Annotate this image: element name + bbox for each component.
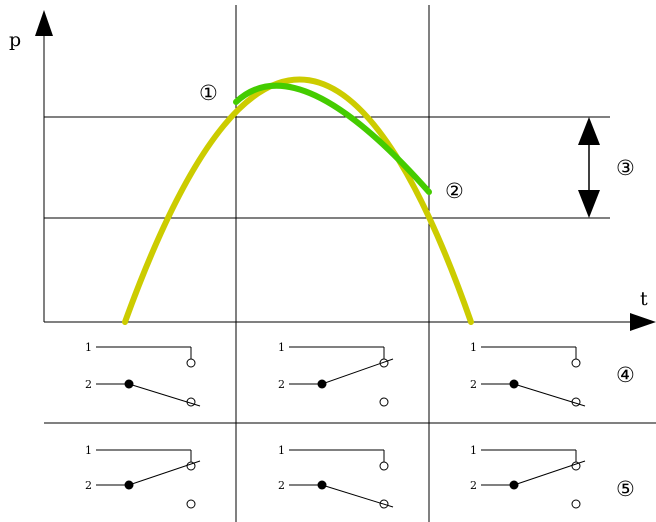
switch-symbol: 1 2 xyxy=(85,341,201,407)
x-axis-label: t xyxy=(640,288,648,310)
terminal-1-contact xyxy=(186,358,196,368)
terminal-label-1: 1 xyxy=(85,341,92,354)
terminal-label-1: 1 xyxy=(278,341,285,354)
terminal-1-contact xyxy=(379,461,389,471)
terminal-label-1: 1 xyxy=(85,444,92,457)
switch-blade xyxy=(513,383,586,407)
terminal-label-2: 2 xyxy=(85,378,92,391)
terminal-label-2: 2 xyxy=(85,479,92,492)
marker-2: ② xyxy=(445,179,464,203)
lower-contact xyxy=(571,499,581,509)
switch-blade xyxy=(321,358,394,385)
terminal-label-1: 1 xyxy=(470,444,477,457)
terminal-label-2: 2 xyxy=(278,479,285,492)
switch-blade xyxy=(128,460,201,486)
switch-symbol: 1 2 xyxy=(85,444,201,509)
switch-blade xyxy=(128,383,201,407)
marker-4: ④ xyxy=(616,363,635,387)
marker-5: ⑤ xyxy=(616,477,635,501)
switch-row-4: 1 2 1 2 1 2 xyxy=(85,341,586,407)
switch-symbol: 1 2 xyxy=(278,444,394,509)
marker-1: ① xyxy=(199,81,218,105)
pressure-curve xyxy=(122,76,474,325)
axes: p t xyxy=(9,10,656,331)
switch-row-5: 1 2 1 2 1 2 xyxy=(85,444,586,509)
y-axis-arrow xyxy=(35,10,53,36)
double-arrow-down-head xyxy=(578,190,600,218)
switch-symbol: 1 2 xyxy=(278,341,394,407)
double-arrow-up-head xyxy=(578,117,600,145)
terminal-1-contact xyxy=(186,461,196,471)
terminal-label-2: 2 xyxy=(470,479,477,492)
x-axis-arrow xyxy=(630,313,656,331)
switch-blade xyxy=(321,484,394,508)
terminal-1-contact xyxy=(571,358,581,368)
terminal-label-1: 1 xyxy=(278,444,285,457)
terminal-label-2: 2 xyxy=(470,378,477,391)
marker-3: ③ xyxy=(616,156,635,180)
y-axis-label: p xyxy=(9,29,21,51)
lower-contact xyxy=(186,499,196,509)
differential-double-arrow xyxy=(578,117,600,218)
switch-symbol: 1 2 xyxy=(470,444,586,509)
switch-blade xyxy=(513,460,586,486)
switch-symbol: 1 2 xyxy=(470,341,586,407)
terminal-label-2: 2 xyxy=(278,378,285,391)
highlight-curve xyxy=(233,82,432,195)
lower-contact xyxy=(379,397,389,407)
terminal-label-1: 1 xyxy=(470,341,477,354)
terminal-1-contact xyxy=(571,461,581,471)
grid xyxy=(44,5,656,522)
